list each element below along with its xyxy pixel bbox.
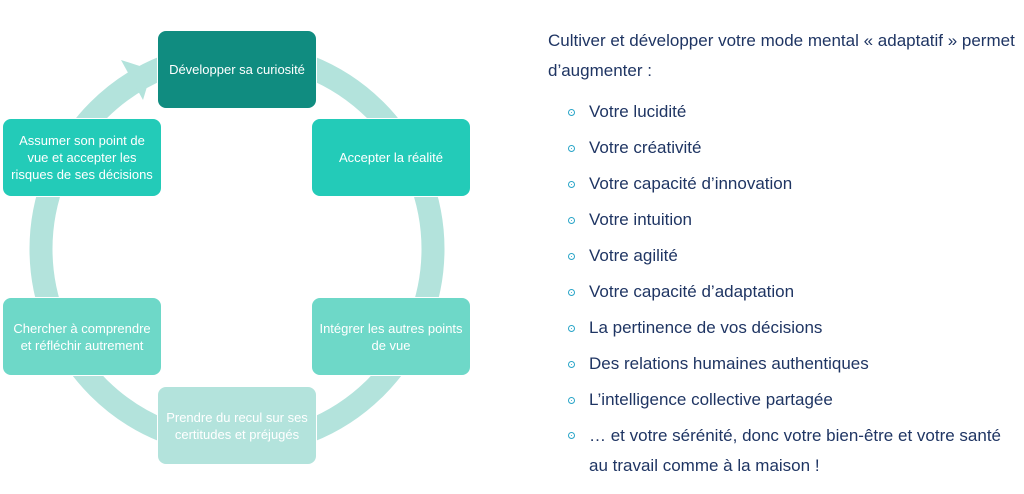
step-assume-viewpoint: Assumer son point de vue et accepter les… [2,118,162,197]
list-item-text: Votre agilité [589,246,678,265]
list-item: Votre agilité [568,238,1018,274]
step-label: Accepter la réalité [338,150,444,165]
list-item-text: Votre intuition [589,210,693,229]
list-item-text: L’intelligence collective partagée [589,390,833,409]
list-item: Des relations humaines authentiques [568,346,1018,382]
circle-dot-icon [568,181,575,188]
list-item-text: Des relations humaines authentiques [589,354,869,373]
step-label: Développer sa curiosité [169,62,305,77]
step-seek-understanding: Chercher à comprendre et réfléchir autre… [2,297,162,376]
list-item: Votre créativité [568,130,1018,166]
step-develop-curiosity: Développer sa curiosité [157,30,317,109]
benefits-text: Cultiver et développer votre mode mental… [548,26,1018,481]
circle-dot-icon [568,253,575,260]
circle-dot-icon [568,217,575,224]
list-item-text: … et votre sérénité, donc votre bien-êtr… [589,426,1001,475]
list-item-text: Votre capacité d’adaptation [589,282,795,301]
list-item: Votre capacité d’innovation [568,166,1018,202]
benefits-list: Votre lucidité Votre créativité Votre ca… [548,94,1018,481]
list-item: Votre lucidité [568,94,1018,130]
circle-dot-icon [568,109,575,116]
list-item: L’intelligence collective partagée [568,382,1018,418]
list-item-text: La pertinence de vos décisions [589,318,823,337]
circle-dot-icon [568,325,575,332]
step-label: Prendre du recul sur ses certitudes et p… [166,409,308,442]
step-label: Intégrer les autres points de vue [319,320,463,353]
list-item: La pertinence de vos décisions [568,310,1018,346]
list-item-text: Votre créativité [589,138,702,157]
step-integrate-views: Intégrer les autres points de vue [311,297,471,376]
cycle-diagram: Développer sa curiosité Accepter la réal… [0,0,480,494]
circle-dot-icon [568,432,575,439]
list-item-text: Votre lucidité [589,102,687,121]
list-item: Votre intuition [568,202,1018,238]
circle-dot-icon [568,361,575,368]
circle-dot-icon [568,397,575,404]
step-label: Assumer son point de vue et accepter les… [11,133,153,182]
ring-arrowhead-icon [121,60,152,100]
intro-paragraph: Cultiver et développer votre mode mental… [548,31,1015,80]
list-item: Votre capacité d’adaptation [568,274,1018,310]
step-label: Chercher à comprendre et réfléchir autre… [13,320,151,353]
list-item-text: Votre capacité d’innovation [589,174,793,193]
list-item: … et votre sérénité, donc votre bien-êtr… [568,418,1018,481]
circle-dot-icon [568,289,575,296]
step-accept-reality: Accepter la réalité [311,118,471,197]
step-step-back: Prendre du recul sur ses certitudes et p… [157,386,317,465]
circle-dot-icon [568,145,575,152]
